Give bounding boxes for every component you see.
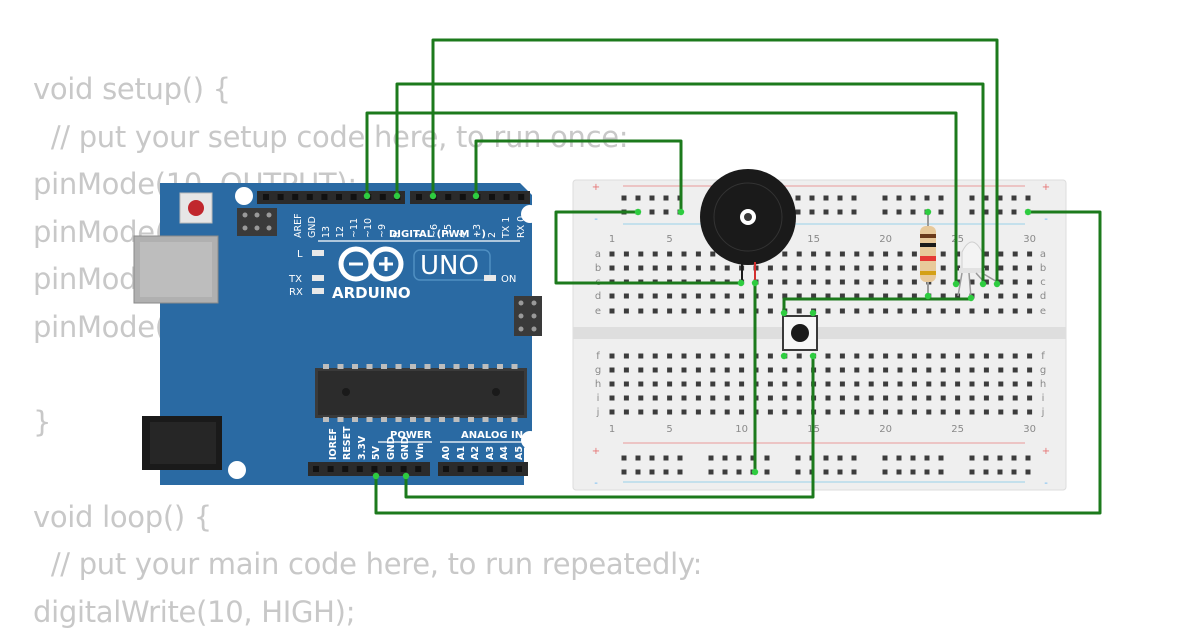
power-header-label: POWER bbox=[390, 430, 432, 441]
breadboard-row-label: i bbox=[1042, 393, 1045, 404]
breadboard-row-label: h bbox=[595, 379, 601, 390]
digital-pin-label: GND bbox=[307, 216, 318, 238]
digital-header-label: DIGITAL (PWM ~) bbox=[389, 229, 486, 240]
digital-pin-label: ~9 bbox=[377, 224, 388, 238]
breadboard-column-number: 20 bbox=[879, 234, 892, 245]
digital-header-right bbox=[410, 191, 530, 204]
led-on-label: ON bbox=[501, 274, 516, 285]
power-analog-pin-label: A3 bbox=[485, 446, 496, 460]
rail-minus-label: - bbox=[1044, 214, 1048, 225]
reset-button[interactable] bbox=[180, 193, 212, 223]
power-analog-pin-label: Vin bbox=[415, 443, 426, 460]
breadboard-row-label: f bbox=[596, 351, 600, 362]
power-analog-pin-label: 3.3V bbox=[357, 435, 368, 460]
push-button[interactable] bbox=[783, 316, 817, 350]
rail-minus-label: - bbox=[594, 214, 598, 225]
breadboard-row-label: a bbox=[1040, 249, 1046, 260]
digital-pin-label: ~11 bbox=[349, 218, 360, 238]
breadboard-column-number: 30 bbox=[1023, 424, 1036, 435]
power-analog-pin-label: A4 bbox=[499, 446, 510, 460]
breadboard-row-label: g bbox=[1040, 365, 1046, 376]
breadboard-row-label: h bbox=[1040, 379, 1046, 390]
power-analog-pin-label: A1 bbox=[456, 446, 467, 460]
rail-plus-label: + bbox=[1042, 446, 1050, 457]
analog-header-label: ANALOG IN bbox=[461, 430, 523, 441]
breadboard-row-label: b bbox=[1040, 263, 1046, 274]
digital-pin-label: RX 0 bbox=[516, 216, 527, 238]
breadboard-row-label: e bbox=[595, 306, 601, 317]
breadboard-row-label: b bbox=[595, 263, 601, 274]
led-tx-label: TX bbox=[288, 274, 302, 285]
breadboard-row-label: j bbox=[596, 407, 600, 418]
digital-pin-label: TX 1 bbox=[501, 217, 512, 239]
breadboard-column-number: 20 bbox=[879, 424, 892, 435]
icsp-header-top bbox=[237, 208, 277, 236]
breadboard-row-label: i bbox=[597, 393, 600, 404]
power-analog-pin-label: A0 bbox=[441, 446, 452, 460]
breadboard-column-number: 10 bbox=[735, 424, 748, 435]
breadboard-column-number: 30 bbox=[1023, 234, 1036, 245]
breadboard-column-number: 5 bbox=[666, 424, 672, 435]
led-l-label: L bbox=[297, 249, 303, 260]
analog-header bbox=[438, 462, 528, 476]
breadboard-column-number: 1 bbox=[609, 424, 615, 435]
icsp-header-right bbox=[514, 296, 542, 336]
rail-plus-label: + bbox=[1042, 182, 1050, 193]
atmega-chip bbox=[315, 364, 527, 422]
rail-plus-label: + bbox=[592, 182, 600, 193]
power-header bbox=[308, 462, 430, 476]
power-analog-pin-label: RESET bbox=[342, 426, 353, 460]
led-rx-label: RX bbox=[289, 287, 303, 298]
digital-pin-label: AREF bbox=[293, 213, 304, 238]
breadboard-row-label: e bbox=[1040, 306, 1046, 317]
breadboard-column-number: 5 bbox=[666, 234, 672, 245]
power-analog-pin-label: 5V bbox=[371, 445, 382, 460]
breadboard-column-number: 15 bbox=[807, 234, 820, 245]
power-analog-pin-label: A5 bbox=[514, 446, 525, 460]
breadboard-row-label: a bbox=[595, 249, 601, 260]
rail-plus-label: + bbox=[592, 446, 600, 457]
breadboard-row-label: g bbox=[595, 365, 601, 376]
breadboard-column-number: 25 bbox=[951, 234, 964, 245]
breadboard-row-label: f bbox=[1041, 351, 1045, 362]
breadboard-column-number: 25 bbox=[951, 424, 964, 435]
breadboard-column-number: 1 bbox=[609, 234, 615, 245]
digital-pin-label: 2 bbox=[487, 232, 498, 238]
breadboard-row-label: d bbox=[595, 291, 601, 302]
digital-pin-label: 13 bbox=[321, 226, 332, 238]
arduino-brand-text: ARDUINO bbox=[332, 284, 411, 302]
digital-pin-label: 12 bbox=[335, 226, 346, 238]
rail-minus-label: - bbox=[1044, 478, 1048, 489]
power-analog-pin-label: IOREF bbox=[328, 428, 339, 460]
breadboard-row-label: j bbox=[1041, 407, 1045, 418]
digital-pin-label: ~10 bbox=[363, 218, 374, 238]
power-analog-pin-label: A2 bbox=[470, 446, 481, 460]
rail-minus-label: - bbox=[594, 478, 598, 489]
breadboard: 115510101515202025253030aabbccddeeffgghh… bbox=[573, 180, 1066, 490]
uno-model-text: UNO bbox=[420, 251, 479, 281]
breadboard-row-label: c bbox=[1040, 277, 1046, 288]
breadboard-row-label: d bbox=[1040, 291, 1046, 302]
